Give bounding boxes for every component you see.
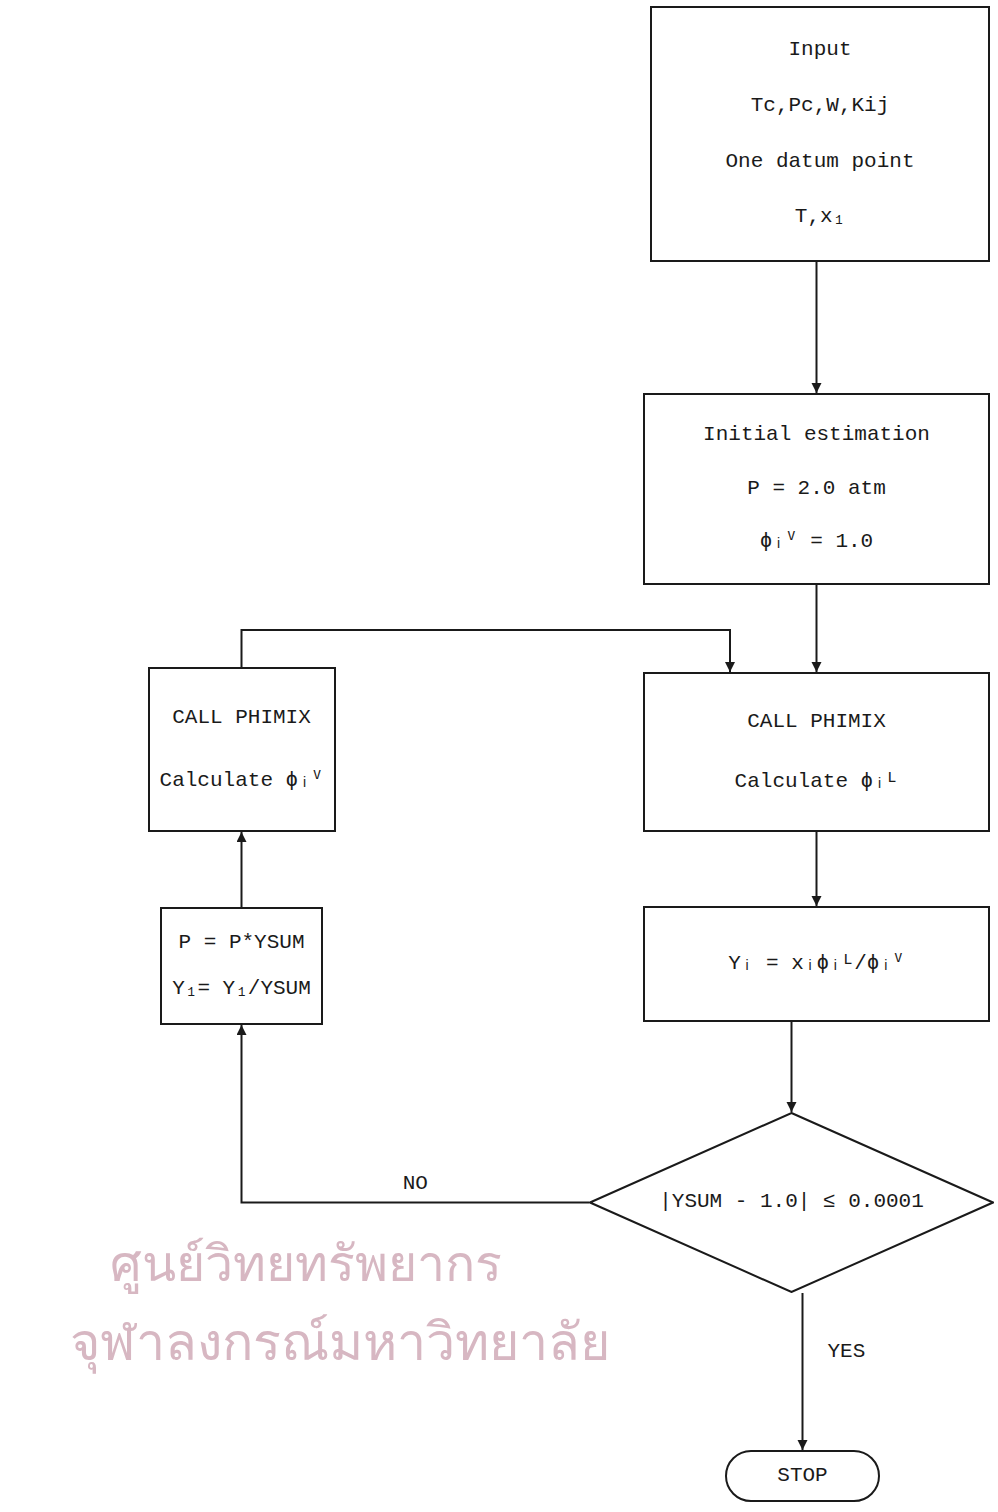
flow-arrow <box>242 1025 590 1203</box>
node-title: Input <box>788 37 851 63</box>
node-text: P = 2.0 atm <box>747 476 886 502</box>
process-box: Yᵢ = xᵢϕᵢᴸ/ϕᵢⱽ <box>643 906 990 1022</box>
edge-label: NO <box>400 1172 431 1195</box>
process-box: CALL PHIMIX Calculate ϕᵢᴸ <box>643 672 990 832</box>
flow-arrow <box>816 832 818 906</box>
node-title: Yᵢ = xᵢϕᵢᴸ/ϕᵢⱽ <box>728 951 904 977</box>
watermark: จุฬาลงกรณ์มหาวิทยาลัย <box>70 1300 610 1383</box>
node-content: CALL PHIMIX Calculate ϕᵢⱽ <box>150 669 334 830</box>
node-title: STOP <box>777 1463 827 1489</box>
node-content: STOP <box>727 1452 878 1500</box>
flow-arrow <box>816 585 818 672</box>
flow-arrow <box>816 262 818 393</box>
terminal-stop: STOP <box>725 1450 880 1502</box>
edge-label: YES <box>825 1340 869 1363</box>
node-content: Yᵢ = xᵢϕᵢᴸ/ϕᵢⱽ <box>645 908 988 1020</box>
node-content: CALL PHIMIX Calculate ϕᵢᴸ <box>645 674 988 830</box>
node-text: Tc,Pc,W,Kij <box>751 93 890 119</box>
node-text: Calculate ϕᵢᴸ <box>735 769 899 795</box>
watermark: ศูนย์วิทยทรัพยากร <box>110 1224 502 1303</box>
init-box: Initial estimation P = 2.0 atm ϕᵢⱽ = 1.0 <box>643 393 990 585</box>
node-title: CALL PHIMIX <box>172 705 311 731</box>
node-title: |YSUM - 1.0| ≤ 0.0001 <box>659 1189 924 1215</box>
node-text: Y₁= Y₁/YSUM <box>172 976 311 1002</box>
node-content: P = P*YSUM Y₁= Y₁/YSUM <box>162 909 321 1023</box>
node-title: CALL PHIMIX <box>747 709 886 735</box>
flow-arrow <box>241 832 243 907</box>
node-text: Calculate ϕᵢⱽ <box>160 768 324 794</box>
node-title: Initial estimation <box>703 422 930 448</box>
decision-diamond: |YSUM - 1.0| ≤ 0.0001 <box>589 1112 994 1293</box>
flow-arrow <box>802 1293 804 1450</box>
node-content: InputTc,Pc,W,KijOne datum pointT,x₁ <box>652 8 988 260</box>
node-text: T,x₁ <box>795 204 845 230</box>
node-text: ϕᵢⱽ = 1.0 <box>760 529 873 555</box>
node-content: |YSUM - 1.0| ≤ 0.0001 <box>589 1112 994 1293</box>
process-box: P = P*YSUM Y₁= Y₁/YSUM <box>160 907 323 1025</box>
flow-arrow <box>791 1022 793 1112</box>
node-text: One datum point <box>725 149 914 175</box>
flow-arrow <box>242 630 731 672</box>
node-title: P = P*YSUM <box>178 930 304 956</box>
node-content: Initial estimation P = 2.0 atm ϕᵢⱽ = 1.0 <box>645 395 988 583</box>
input-box: InputTc,Pc,W,KijOne datum pointT,x₁ <box>650 6 990 262</box>
process-box: CALL PHIMIX Calculate ϕᵢⱽ <box>148 667 336 832</box>
